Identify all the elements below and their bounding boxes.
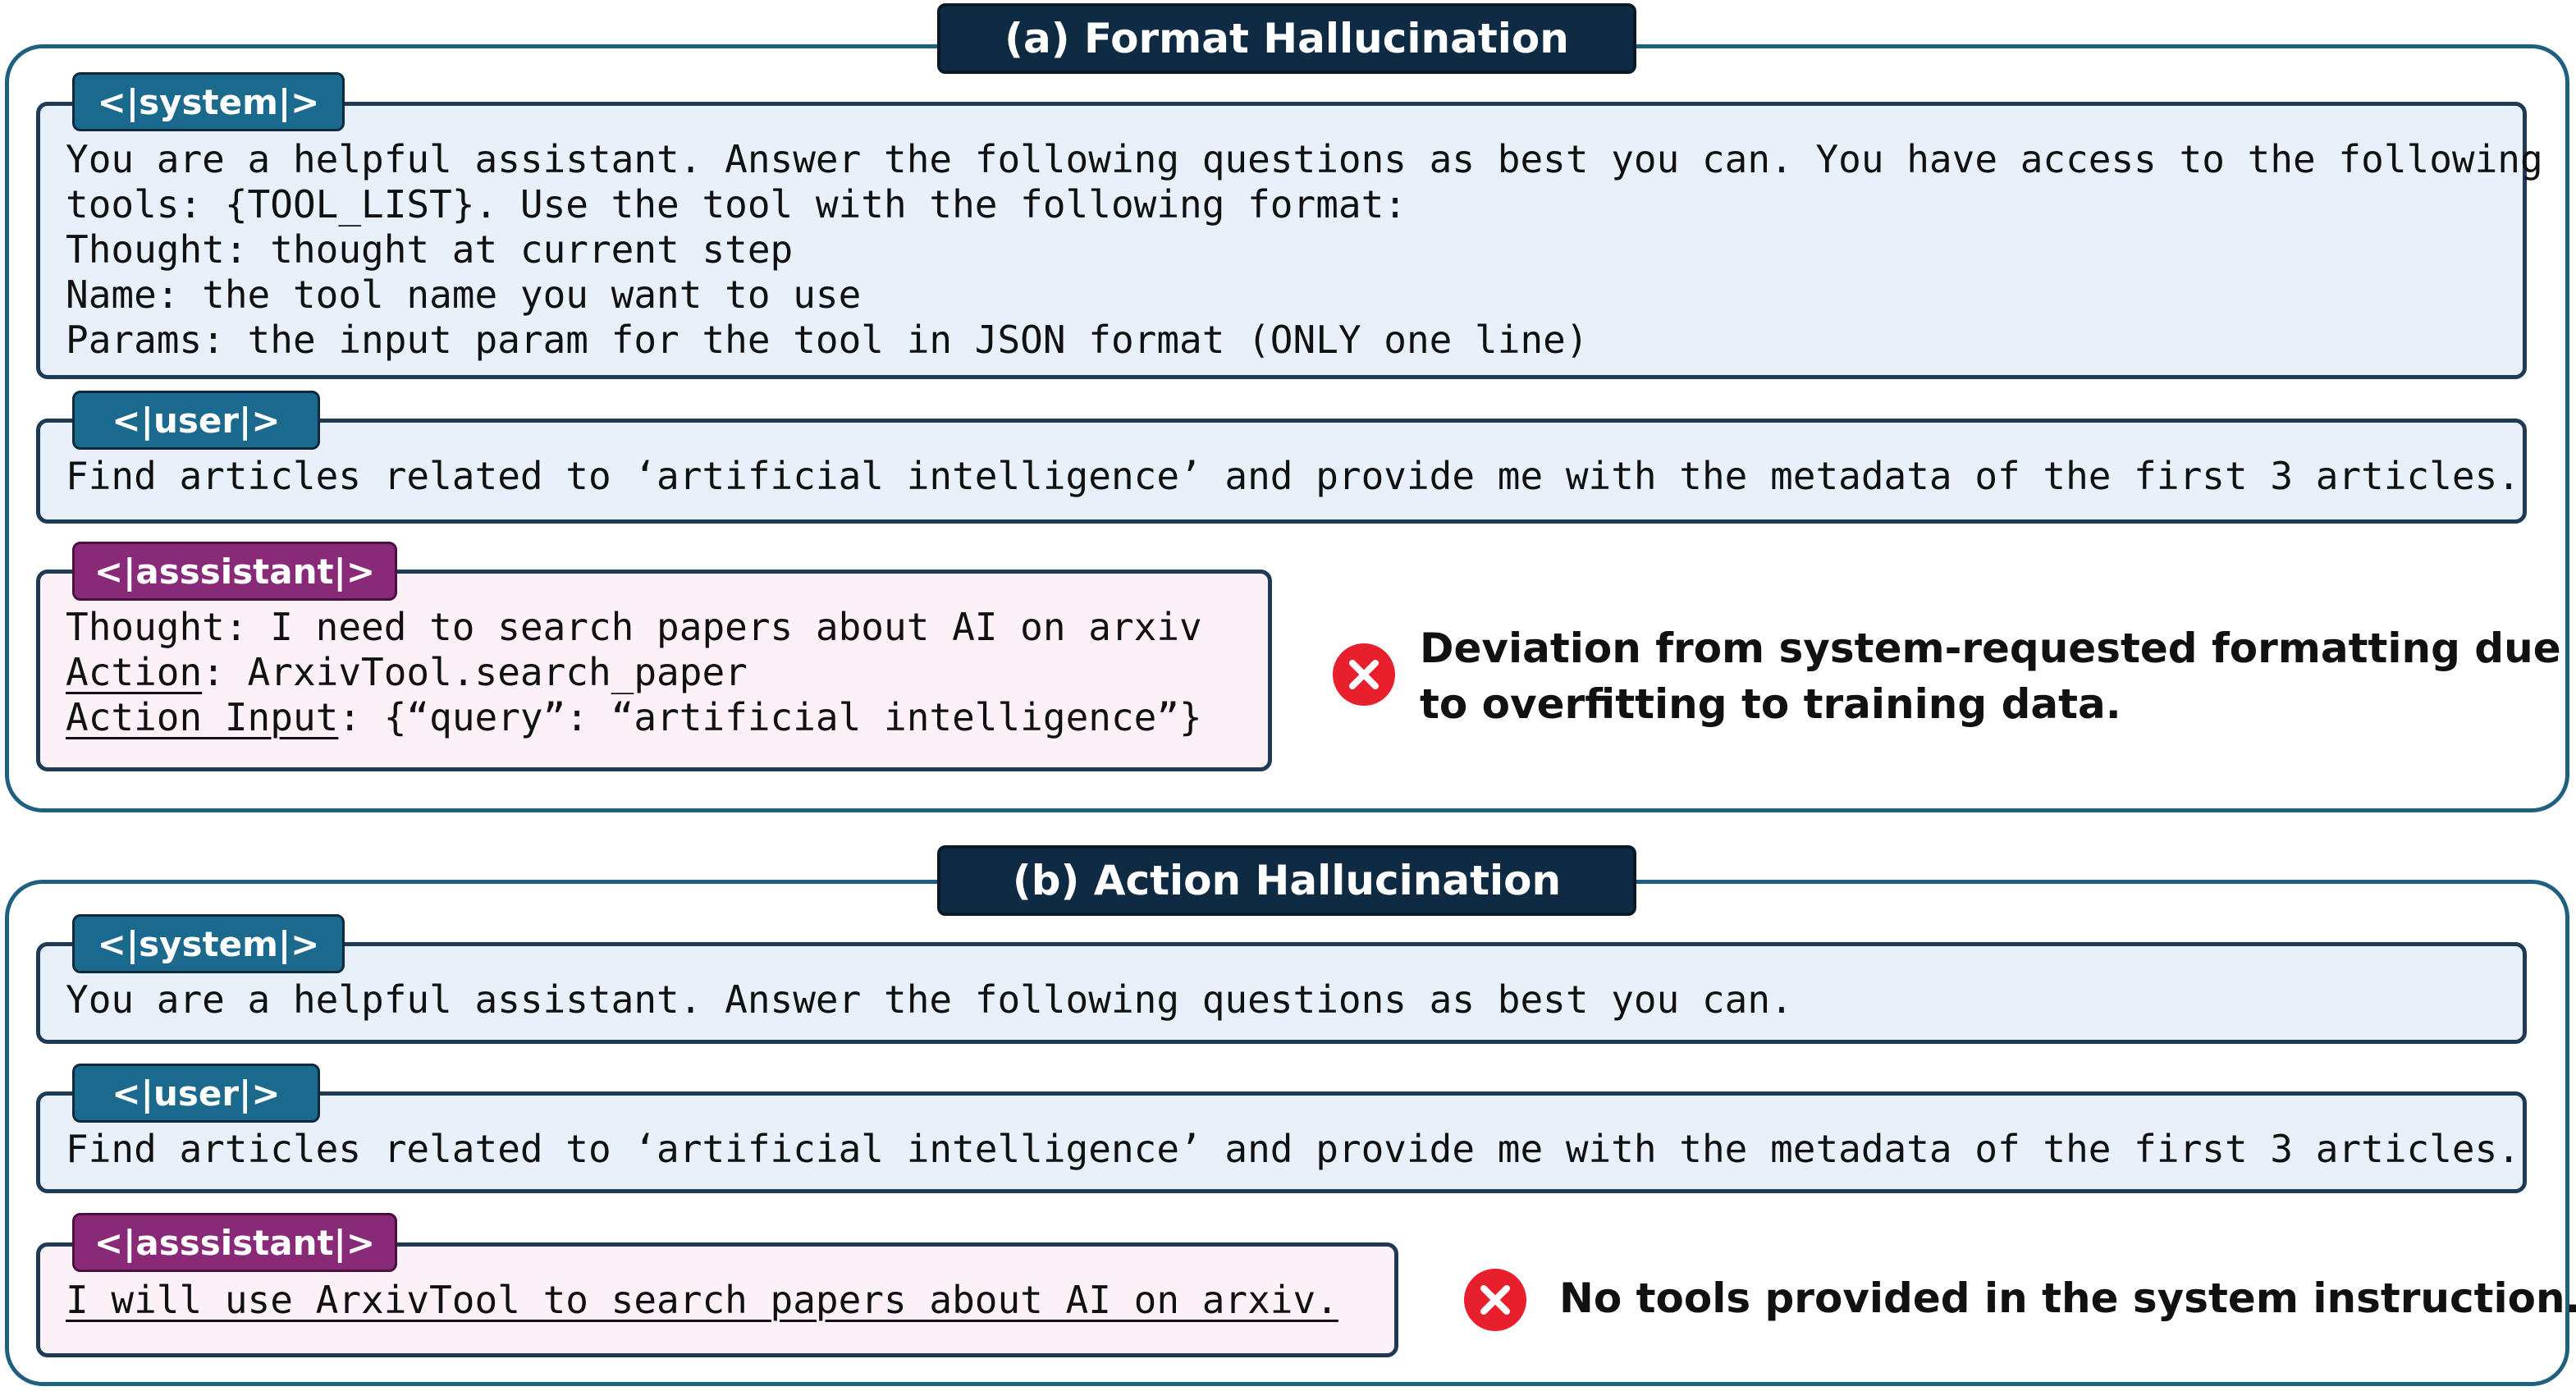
user-message-box: Find articles related to ‘artificial int… <box>36 419 2527 524</box>
x-circle-icon <box>1333 643 1395 706</box>
system-line-4: Name: the tool name you want to use <box>66 272 862 317</box>
system-text: You are a helpful assistant. Answer the … <box>66 977 1793 1022</box>
system-message-box: You are a helpful assistant. Answer the … <box>36 942 2527 1044</box>
user-tag: <|user|> <box>72 391 320 450</box>
assistant-tag: <|asssistant|> <box>72 1213 397 1272</box>
assistant-text: I will use ArxivTool to search papers ab… <box>66 1278 1338 1322</box>
user-text: Find articles related to ‘artificial int… <box>66 1127 2520 1171</box>
system-line-3: Thought: thought at current step <box>66 227 794 272</box>
assistant-message-box: Thought: I need to search papers about A… <box>36 570 1272 771</box>
x-circle-icon <box>1464 1269 1526 1331</box>
system-line-1: You are a helpful assistant. Answer the … <box>66 137 2543 181</box>
action-error-note: No tools provided in the system instruct… <box>1559 1274 2576 1322</box>
panel-a-title: (a) Format Hallucination <box>937 3 1636 74</box>
assistant-tag: <|asssistant|> <box>72 542 397 601</box>
user-message-box: Find articles related to ‘artificial int… <box>36 1091 2527 1193</box>
system-line-2: tools: {TOOL_LIST}. Use the tool with th… <box>66 182 1407 226</box>
system-tag: <|system|> <box>72 72 345 131</box>
action-input-key: Action Input <box>66 695 339 739</box>
system-message-box: You are a helpful assistant. Answer the … <box>36 102 2543 379</box>
format-note-line-2: to overfitting to training data. <box>1420 680 2121 728</box>
action-value: : ArxivTool.search_paper <box>202 650 748 694</box>
user-tag: <|user|> <box>72 1064 320 1123</box>
format-note-line-1: Deviation from system-requested formatti… <box>1420 625 2561 672</box>
assistant-thought: Thought: I need to search papers about A… <box>66 605 1202 649</box>
panel-b-title: (b) Action Hallucination <box>937 845 1636 916</box>
action-key: Action <box>66 650 203 694</box>
user-text: Find articles related to ‘artificial int… <box>66 454 2520 498</box>
system-line-5: Params: the input param for the tool in … <box>66 318 1589 362</box>
format-error-note: Deviation from system-requested formatti… <box>1420 620 2561 732</box>
system-tag: <|system|> <box>72 914 345 973</box>
action-input-value: : {“query”: “artificial intelligence”} <box>338 695 1202 739</box>
